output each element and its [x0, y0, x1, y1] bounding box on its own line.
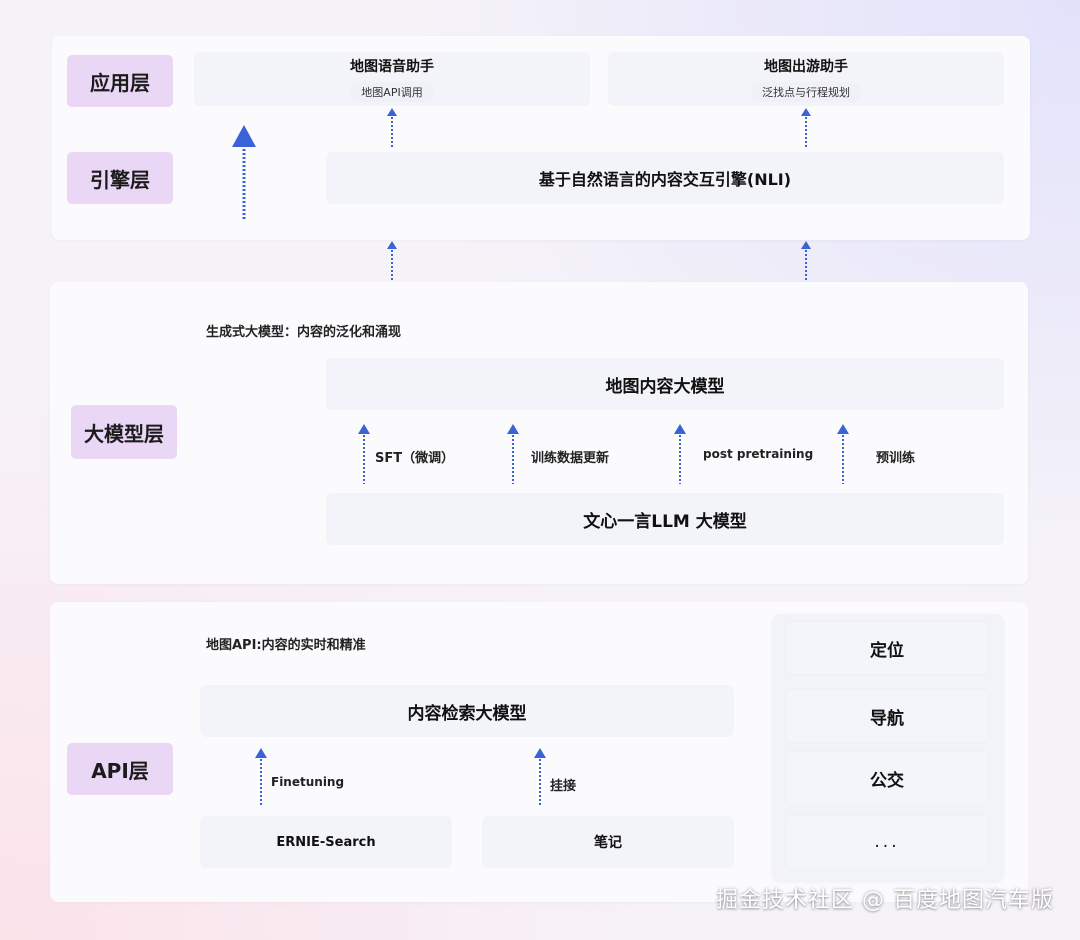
- post-pretraining-arrow: [674, 424, 686, 484]
- notes-box: 笔记: [482, 816, 734, 868]
- voice-assistant-sub: 地图API调用: [351, 82, 433, 102]
- watermark: 掘金技术社区 @ 百度地图汽车版: [716, 888, 1054, 913]
- finetuning-arrow: [255, 748, 267, 806]
- travel-assistant-title: 地图出游助手: [764, 59, 848, 75]
- content-search-model-box: 内容检索大模型: [200, 685, 734, 737]
- ernie-llm-box: 文心一言LLM 大模型: [326, 493, 1004, 545]
- data-update-label: 训练数据更新: [531, 451, 610, 466]
- pretraining-arrow: [837, 424, 849, 484]
- voice-assistant-title: 地图语音助手: [350, 59, 434, 75]
- data-update-arrow: [507, 424, 519, 484]
- model-to-engine-arrow-left: [387, 241, 397, 281]
- map-content-model-box: 地图内容大模型: [326, 358, 1004, 410]
- pretraining-label: 预训练: [876, 451, 916, 466]
- app-layer-tag: 应用层: [67, 55, 173, 107]
- big-up-arrow: [232, 125, 256, 219]
- sft-arrow: [358, 424, 370, 484]
- side-item-more: ...: [786, 816, 988, 868]
- travel-assistant-box: 地图出游助手 泛找点与行程规划: [608, 52, 1004, 106]
- api-layer-tag: API层: [67, 743, 173, 795]
- side-item-locate: 定位: [786, 622, 988, 674]
- model-to-engine-arrow-right: [801, 241, 811, 281]
- finetuning-label: Finetuning: [271, 775, 345, 789]
- side-item-navigate: 导航: [786, 690, 988, 742]
- side-item-transit: 公交: [786, 752, 988, 804]
- mount-label: 挂接: [550, 779, 577, 794]
- sft-label: SFT（微调）: [375, 451, 455, 466]
- engine-to-voice-arrow: [387, 108, 397, 148]
- post-pretraining-label: post pretraining: [703, 447, 814, 461]
- model-caption: 生成式大模型：内容的泛化和涌现: [206, 325, 402, 340]
- travel-assistant-sub: 泛找点与行程规划: [752, 82, 860, 102]
- nli-engine-box: 基于自然语言的内容交互引擎(NLI): [326, 152, 1004, 204]
- api-caption: 地图API:内容的实时和精准: [206, 638, 366, 653]
- model-layer-tag: 大模型层: [71, 405, 177, 459]
- engine-to-travel-arrow: [801, 108, 811, 148]
- voice-assistant-box: 地图语音助手 地图API调用: [194, 52, 590, 106]
- engine-layer-tag: 引擎层: [67, 152, 173, 204]
- mount-arrow: [534, 748, 546, 806]
- ernie-search-box: ERNIE-Search: [200, 816, 452, 868]
